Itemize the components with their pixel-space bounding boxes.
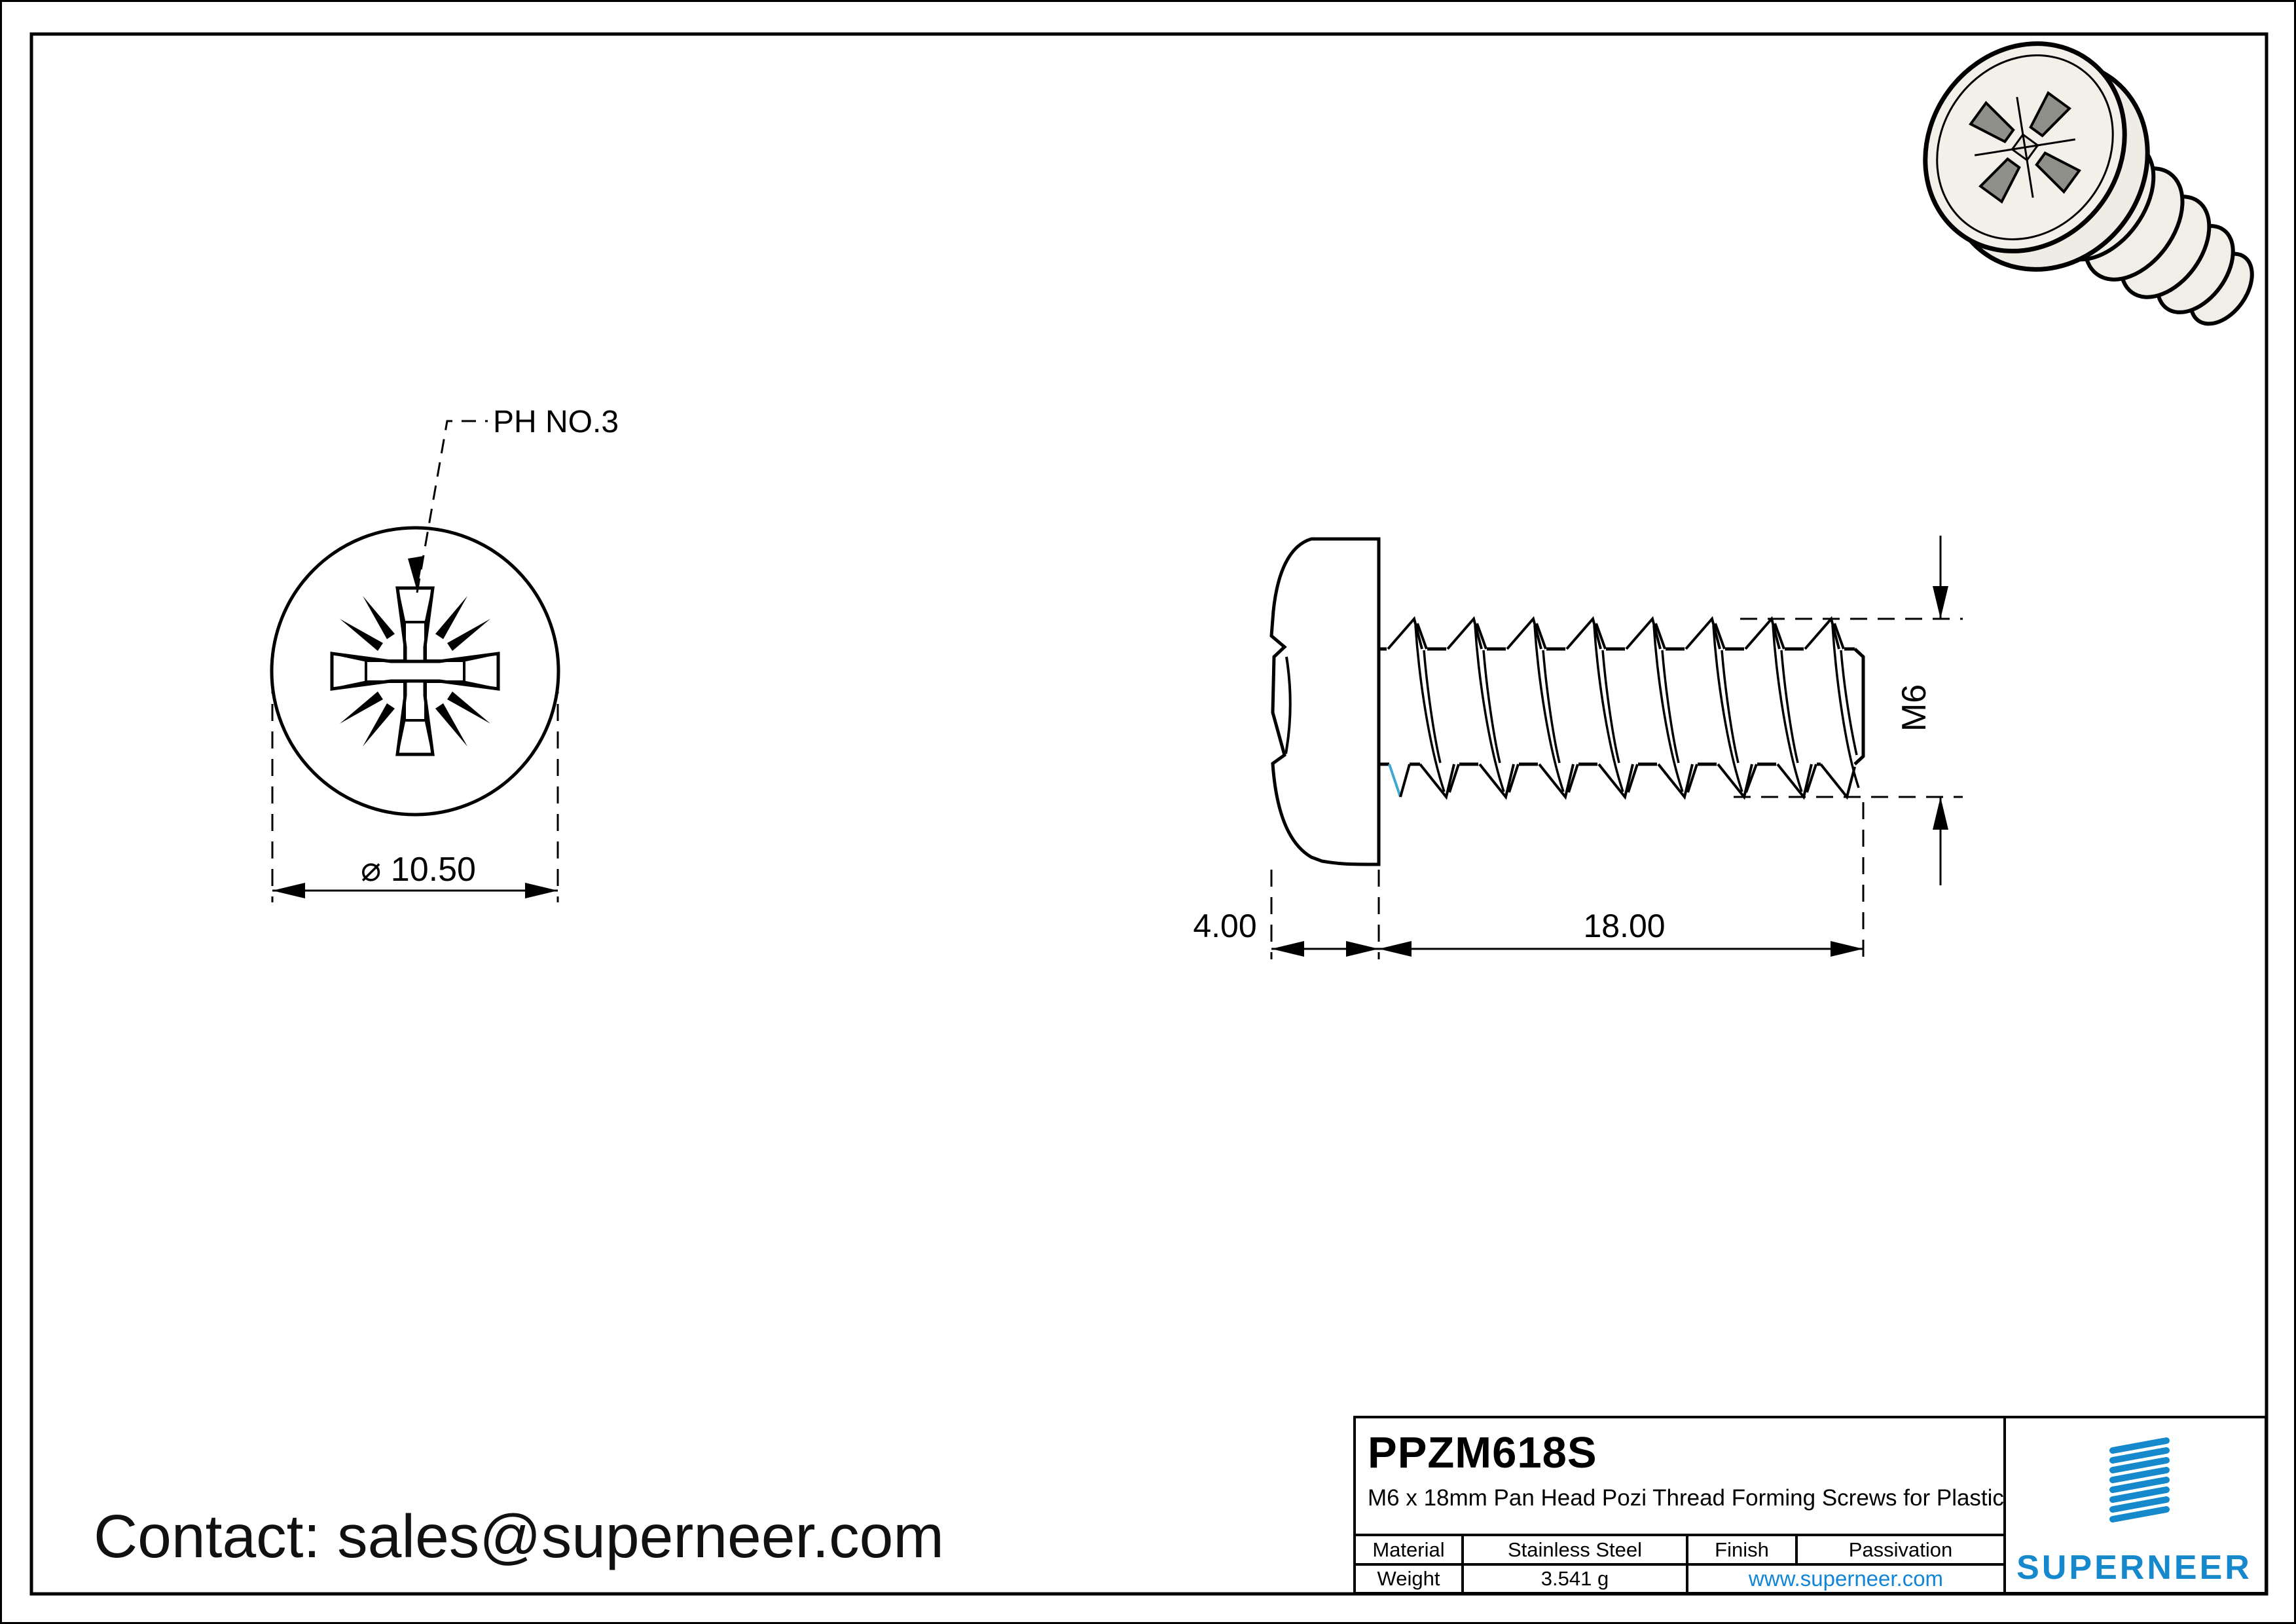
drive-label: PH NO.3	[493, 405, 619, 439]
title-block-divider-logo	[2003, 1418, 2006, 1592]
title-block-divider-col2	[1686, 1534, 1688, 1592]
thread-flank-lines	[1414, 625, 1860, 792]
head-recess-profile-line	[1285, 656, 1292, 754]
front-view-drawing: PH NO.3 ⌀ 10.50	[270, 405, 619, 902]
title-block-divider-row1	[1356, 1534, 2006, 1536]
m6-arrow-bottom	[1933, 797, 1948, 830]
website-link[interactable]: www.superneer.com	[1748, 1566, 1944, 1591]
weight-label: Weight	[1377, 1567, 1440, 1590]
dim-arrow-head-right	[1346, 941, 1379, 957]
thread-size-dimension-text: M6	[1895, 684, 1933, 731]
part-number: PPZM618S	[1368, 1428, 1597, 1477]
title-block-divider-row2	[1356, 1563, 2006, 1566]
finish-value: Passivation	[1848, 1538, 1953, 1561]
title-block-divider-col3	[1795, 1534, 1798, 1566]
thread-crests-bottom	[1419, 763, 1856, 800]
title-block-divider-col1	[1461, 1534, 1464, 1592]
part-description: M6 x 18mm Pan Head Pozi Thread Forming S…	[1368, 1485, 2004, 1511]
weight-value: 3.541 g	[1540, 1567, 1609, 1590]
head-profile-outline	[1269, 537, 1381, 866]
screw-tip-end-face	[1853, 648, 1865, 766]
thread-length-dimension-text: 18.00	[1583, 908, 1665, 944]
pozi-depth-edges	[331, 587, 499, 755]
dim-arrow-head-left	[1271, 941, 1304, 957]
length-extension-lines	[1270, 802, 1865, 959]
title-block: PPZM618S M6 x 18mm Pan Head Pozi Thread …	[1353, 1416, 2267, 1595]
diameter-extension-lines	[271, 676, 559, 902]
finish-label: Finish	[1715, 1538, 1769, 1561]
dim-arrow-thread-right	[1831, 941, 1863, 957]
dim-arrow-thread-left	[1379, 941, 1412, 957]
pozi-recess-3d	[1969, 91, 2081, 204]
head-face-inner-rim	[1936, 54, 2114, 240]
dim-arrow-left	[272, 883, 305, 898]
drawing-frame	[29, 32, 2269, 1596]
screw-3d-render	[1923, 41, 2254, 326]
head-outline-circle	[270, 526, 560, 817]
material-value: Stainless Steel	[1507, 1538, 1643, 1561]
thread-highlight-line	[1388, 764, 1402, 798]
brand-logo-icon	[2109, 1437, 2170, 1522]
m6-extension-lines	[1734, 618, 1963, 798]
brand-wordmark: SUPERNEER	[2016, 1549, 2252, 1587]
drive-leader-line	[416, 420, 488, 593]
diameter-dimension-text: ⌀ 10.50	[361, 851, 476, 889]
contact-line: Contact: sales@superneer.com	[94, 1502, 944, 1570]
material-label: Material	[1372, 1538, 1445, 1561]
head-height-dimension-text: 4.00	[1193, 908, 1256, 944]
dim-arrow-right	[525, 883, 558, 898]
pozi-wings	[340, 596, 490, 747]
side-view-drawing: 4.00 18.00 M6	[1193, 536, 1963, 959]
brand-logo-panel: SUPERNEER	[2006, 1418, 2263, 1592]
drive-leader-arrow	[408, 556, 424, 591]
thread-partial-near-head	[1399, 764, 1411, 798]
m6-arrow-top	[1933, 586, 1948, 619]
